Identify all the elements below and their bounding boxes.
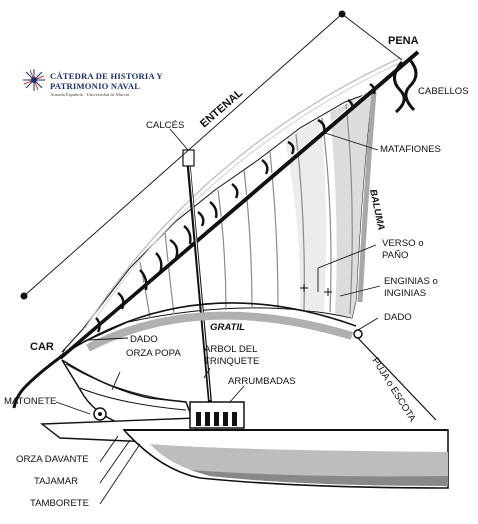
label-tajamar: TAJAMAR <box>34 476 78 487</box>
label-orza-popa: ORZA POPA <box>126 348 181 359</box>
label-car: CAR <box>30 341 54 353</box>
label-baluma: BALUMA <box>367 188 386 231</box>
car-rope <box>12 354 63 409</box>
sail-inner-shadow <box>285 118 327 312</box>
yard <box>58 50 420 360</box>
label-arbol-2: TRINQUETE <box>204 356 259 367</box>
label-dado-left: DADO <box>130 334 158 345</box>
label-puja-escota: PUJA o ESCOTA <box>369 356 418 425</box>
leader-lines <box>55 128 381 505</box>
pena-line <box>341 13 403 61</box>
label-arbol-1: ARBOL DEL <box>204 344 258 355</box>
label-cabellos: CABELLOS <box>418 86 469 97</box>
upper-rigging <box>84 57 401 329</box>
label-orza-davante: ORZA DAVANTE <box>16 454 89 465</box>
sail-shadow <box>330 92 372 318</box>
catedra-logo: CÁTEDRA DE HISTORIA Y PATRIMONIO NAVAL A… <box>22 68 163 102</box>
orza-popa-curve <box>65 363 187 403</box>
enginias-marks <box>300 284 332 296</box>
label-tamborete: TAMBORETE <box>30 498 89 509</box>
calces-block <box>182 149 195 167</box>
label-verso-1: VERSO o <box>382 238 424 249</box>
entenal-end-low <box>20 292 28 300</box>
entenal-line <box>23 13 343 297</box>
logo-subtitle: Armada Española · Universidad de Murcia <box>50 92 129 97</box>
label-matonete: MATONETE <box>4 396 56 407</box>
label-pena: PENA <box>388 35 419 47</box>
hull-shading-dark <box>190 470 448 486</box>
bow-strake <box>79 387 187 411</box>
label-matafiones: MATAFIONES <box>380 144 441 155</box>
escota-line <box>355 335 437 421</box>
label-verso-2: PAÑO <box>382 250 408 261</box>
matonete-ring-inner <box>98 412 102 416</box>
mast-highlight <box>188 159 211 401</box>
label-gratil: GRATIL <box>210 322 245 333</box>
label-calces: CALCÉS <box>146 120 184 131</box>
arrumbadas-slots <box>196 412 237 426</box>
label-entenal: ENTENAL <box>198 87 245 130</box>
dado-right-ring <box>353 329 363 339</box>
label-dado-right: DADO <box>384 312 412 323</box>
logo-title-line-1: CÁTEDRA DE HISTORIA Y <box>50 71 163 81</box>
label-enginias-2: INGINIAS <box>384 288 426 299</box>
logo-title-line-2: PATRIMONIO NAVAL <box>50 81 141 91</box>
matafiones-knots <box>95 83 376 333</box>
foot-curve <box>69 302 357 351</box>
foot-curve-gray <box>86 311 354 352</box>
label-arrumbadas: ARRUMBADAS <box>228 376 296 387</box>
compass-rose-icon <box>23 69 45 91</box>
label-enginias-1: ENGINIAS o <box>384 276 438 287</box>
cabellos <box>393 59 418 114</box>
upper-rigging-2 <box>95 59 407 319</box>
leech-band <box>357 91 377 303</box>
